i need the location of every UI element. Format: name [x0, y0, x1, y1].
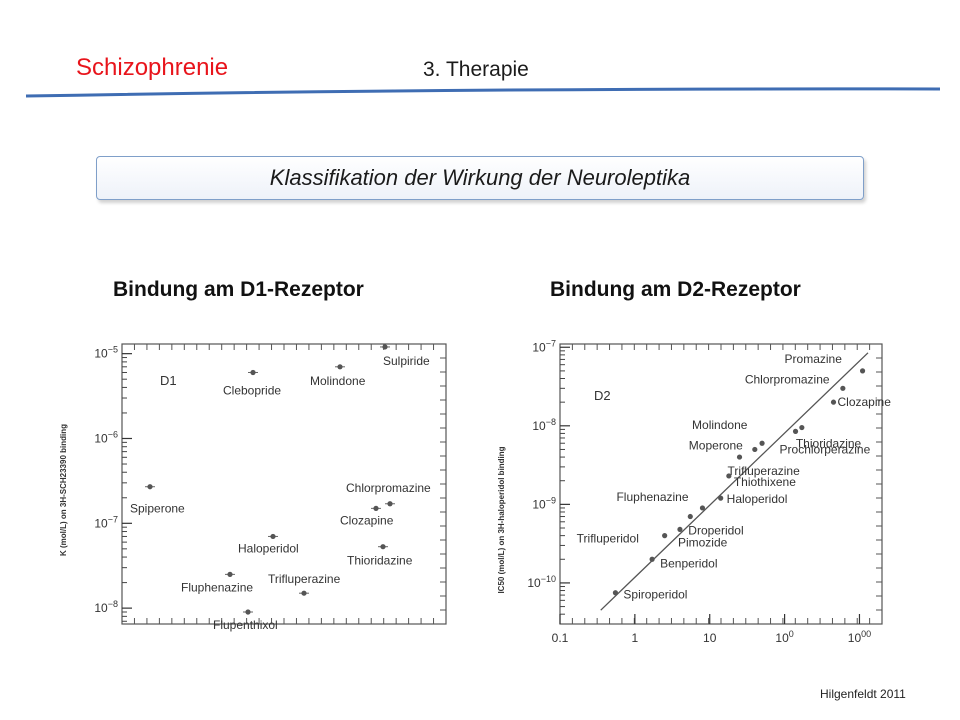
d1-point-label: Flupenthixol: [213, 618, 278, 632]
d2-point-fluphenazine: [699, 505, 706, 511]
d2-point-label: Fluphenazine: [616, 490, 688, 504]
d2-point-thioridazine: [799, 424, 805, 431]
d1-inset-label: D1: [160, 373, 177, 388]
d1-y-tick-label: 10−7: [94, 514, 118, 530]
d2-point-label: Moperone: [689, 438, 743, 452]
footer-credit: Hilgenfeldt 2011: [820, 687, 906, 701]
d1-point-label: Haloperidol: [238, 541, 299, 555]
header-rule: [25, 87, 941, 98]
d1-binding-chart: 10−5 10−6 10−7 10−8 D1 K (mol/L) on 3H-SCH233…: [59, 343, 447, 632]
d2-y-tick-label: 10−7: [532, 338, 556, 354]
d2-point-label: Prochlorperazine: [780, 442, 871, 456]
d2-point-droperidol: [687, 513, 693, 520]
d1-point-label: Trifluperazine: [268, 572, 341, 586]
d2-point-spiroperidol: [612, 590, 619, 596]
d2-y-tick-label: 10−9: [532, 495, 556, 511]
d2-point-label: Droperidol: [688, 524, 743, 538]
topic-title: Schizophrenie: [76, 54, 229, 81]
d2-x-tick-label: 1: [632, 631, 639, 645]
d2-point-label: Thioridazine: [796, 437, 862, 451]
d2-point-label: Chlorpromazine: [745, 372, 830, 386]
d1-point-clebopride: [250, 369, 256, 376]
d1-point-label: Chlorpromazine: [346, 481, 431, 495]
d2-point-label: Haloperidol: [727, 492, 788, 506]
d2-point-label: Clozapine: [838, 395, 892, 409]
d1-y-tick-label: 10−5: [94, 345, 118, 361]
d2-point-chlorpromazine: [840, 385, 846, 391]
d1-point-haloperidol: [270, 533, 276, 540]
d1-point-label: Thioridazine: [347, 554, 413, 568]
d1-point-molindone: [337, 364, 343, 370]
d1-point-chlorpromazine: [387, 501, 393, 507]
d2-point-thiothixene: [726, 473, 732, 479]
d2-point-haloperidol: [718, 495, 724, 501]
d2-x-tick-label: 100: [775, 629, 793, 645]
d1-point-label: Fluphenazine: [181, 580, 253, 594]
d2-point-promazine: [859, 368, 866, 374]
d1-y-tick-label: 10−6: [94, 429, 118, 445]
d1-point-label: Sulpiride: [383, 354, 430, 368]
d2-regression-line: [600, 352, 869, 611]
classification-banner: Klassifikation der Wirkung der Neurolept…: [96, 156, 864, 200]
d2-y-tick-label: 10−8: [532, 417, 556, 433]
d2-point-clozapine: [830, 399, 837, 405]
d1-point-thioridazine: [380, 544, 386, 550]
d2-point-benperidol: [649, 556, 655, 562]
d2-point-label: Benperidol: [660, 556, 717, 570]
d2-point-pimozide: [677, 526, 683, 533]
d1-point-clozapine: [373, 505, 379, 511]
banner-title: Klassifikation der Wirkung der Neurolept…: [269, 165, 691, 190]
d2-point-prochlorperazine: [792, 428, 799, 434]
d1-y-tick-label: 10−8: [94, 599, 118, 615]
d2-y-axis-label: IC50 (mol/L) on 3H-haloperidol binding: [497, 446, 506, 593]
d1-point-fluphenazine: [227, 571, 233, 577]
d1-point-spiperone: [147, 484, 153, 490]
header-rule-line: [25, 87, 941, 98]
d2-point-molindone: [759, 440, 765, 446]
d1-y-axis-label: K (mol/L) on 3H-SCH23390 binding: [59, 424, 68, 556]
d2-y-tick-label: 10−10: [527, 574, 556, 590]
d1-point-sulpiride: [382, 344, 388, 350]
d2-inset-label: D2: [594, 388, 611, 403]
d2-x-tick-label: 0.1: [552, 631, 569, 645]
d2-x-tick-label: 10: [703, 631, 717, 645]
d2-point-label: Molindone: [692, 418, 748, 432]
d2-point-label: Thiothixene: [734, 475, 796, 489]
d1-point-label: Molindone: [310, 374, 366, 388]
d1-point-label: Clebopride: [223, 383, 281, 397]
d2-point-label: Trifluperazine: [728, 464, 801, 478]
d2-point-label: Promazine: [785, 352, 843, 366]
d2-chart-title: Bindung am D2-Rezeptor: [550, 278, 801, 301]
d2-point-label: Spiroperidol: [623, 588, 687, 602]
d2-point-label: Trifluperidol: [577, 532, 639, 546]
d2-x-tick-label: 1000: [848, 629, 871, 645]
d1-point-label: Clozapine: [340, 513, 394, 527]
d1-point-flupenthixol: [245, 609, 251, 615]
d2-point-trifluperazine: [736, 454, 743, 460]
d1-point-trifluperazine: [301, 590, 307, 596]
d1-chart-title: Bindung am D1-Rezeptor: [113, 278, 364, 301]
section-title: 3. Therapie: [423, 58, 529, 81]
d2-point-label: Pimozide: [678, 535, 728, 549]
d2-point-trifluperidol: [662, 533, 668, 539]
d2-point-moperone: [752, 446, 758, 453]
d1-point-label: Spiperone: [130, 502, 185, 516]
